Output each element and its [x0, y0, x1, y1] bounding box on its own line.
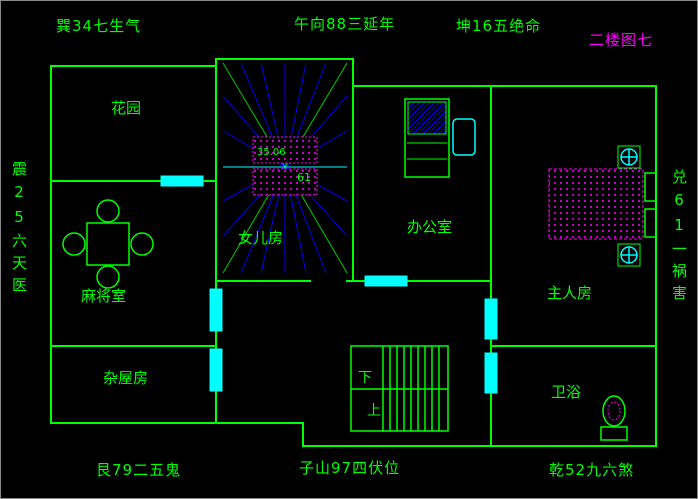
- center-number-annotation: 61: [297, 171, 311, 184]
- door-markers: [160, 175, 498, 394]
- compass-label-bottom-right: 乾52九六煞: [549, 461, 635, 479]
- door-marker-office: [364, 275, 408, 287]
- outer-walls: [50, 58, 657, 447]
- room-label-bath: 卫浴: [551, 383, 581, 401]
- door-marker-master: [484, 298, 498, 340]
- room-label-mahjong: 麻将室: [81, 287, 126, 305]
- room-label-storage: 杂屋房: [103, 369, 148, 387]
- stairs-up-label: 上: [367, 403, 381, 419]
- room-label-daughter: 女儿房: [238, 229, 283, 247]
- office-chair: [452, 118, 476, 156]
- office-desk: [404, 98, 476, 178]
- staircase: [350, 345, 449, 432]
- door-marker-storage: [209, 348, 223, 392]
- compass-label-top-center: 午向88三延年: [294, 15, 396, 33]
- compass-label-left: 震25六天医: [10, 161, 28, 299]
- daughter-bed: [252, 136, 318, 196]
- light-symbol-upper: [617, 145, 641, 169]
- mahjong-table: [62, 199, 154, 289]
- compass-label-bottom-center: 子山97四伏位: [299, 459, 401, 477]
- compass-label-top-right: 坤16五绝命: [456, 17, 542, 35]
- room-label-office: 办公室: [407, 218, 452, 236]
- room-label-garden: 花园: [111, 99, 141, 117]
- door-marker-mahjong: [209, 288, 223, 332]
- drawing-title: 二楼图七: [589, 31, 654, 49]
- stairs-down-label: 下: [358, 370, 372, 386]
- room-label-master: 主人房: [547, 284, 592, 302]
- angle-annotation: 35.06: [257, 147, 286, 158]
- master-bed: [548, 168, 657, 240]
- door-marker-bath: [484, 352, 498, 394]
- compass-label-bottom-left: 艮79二五鬼: [96, 461, 182, 479]
- door-marker-garden: [160, 175, 204, 187]
- toilet: [600, 395, 628, 441]
- light-symbol-lower: [617, 243, 641, 267]
- compass-label-right: 兑61一祸害: [670, 169, 688, 307]
- compass-label-top-left: 巽34七生气: [56, 17, 142, 35]
